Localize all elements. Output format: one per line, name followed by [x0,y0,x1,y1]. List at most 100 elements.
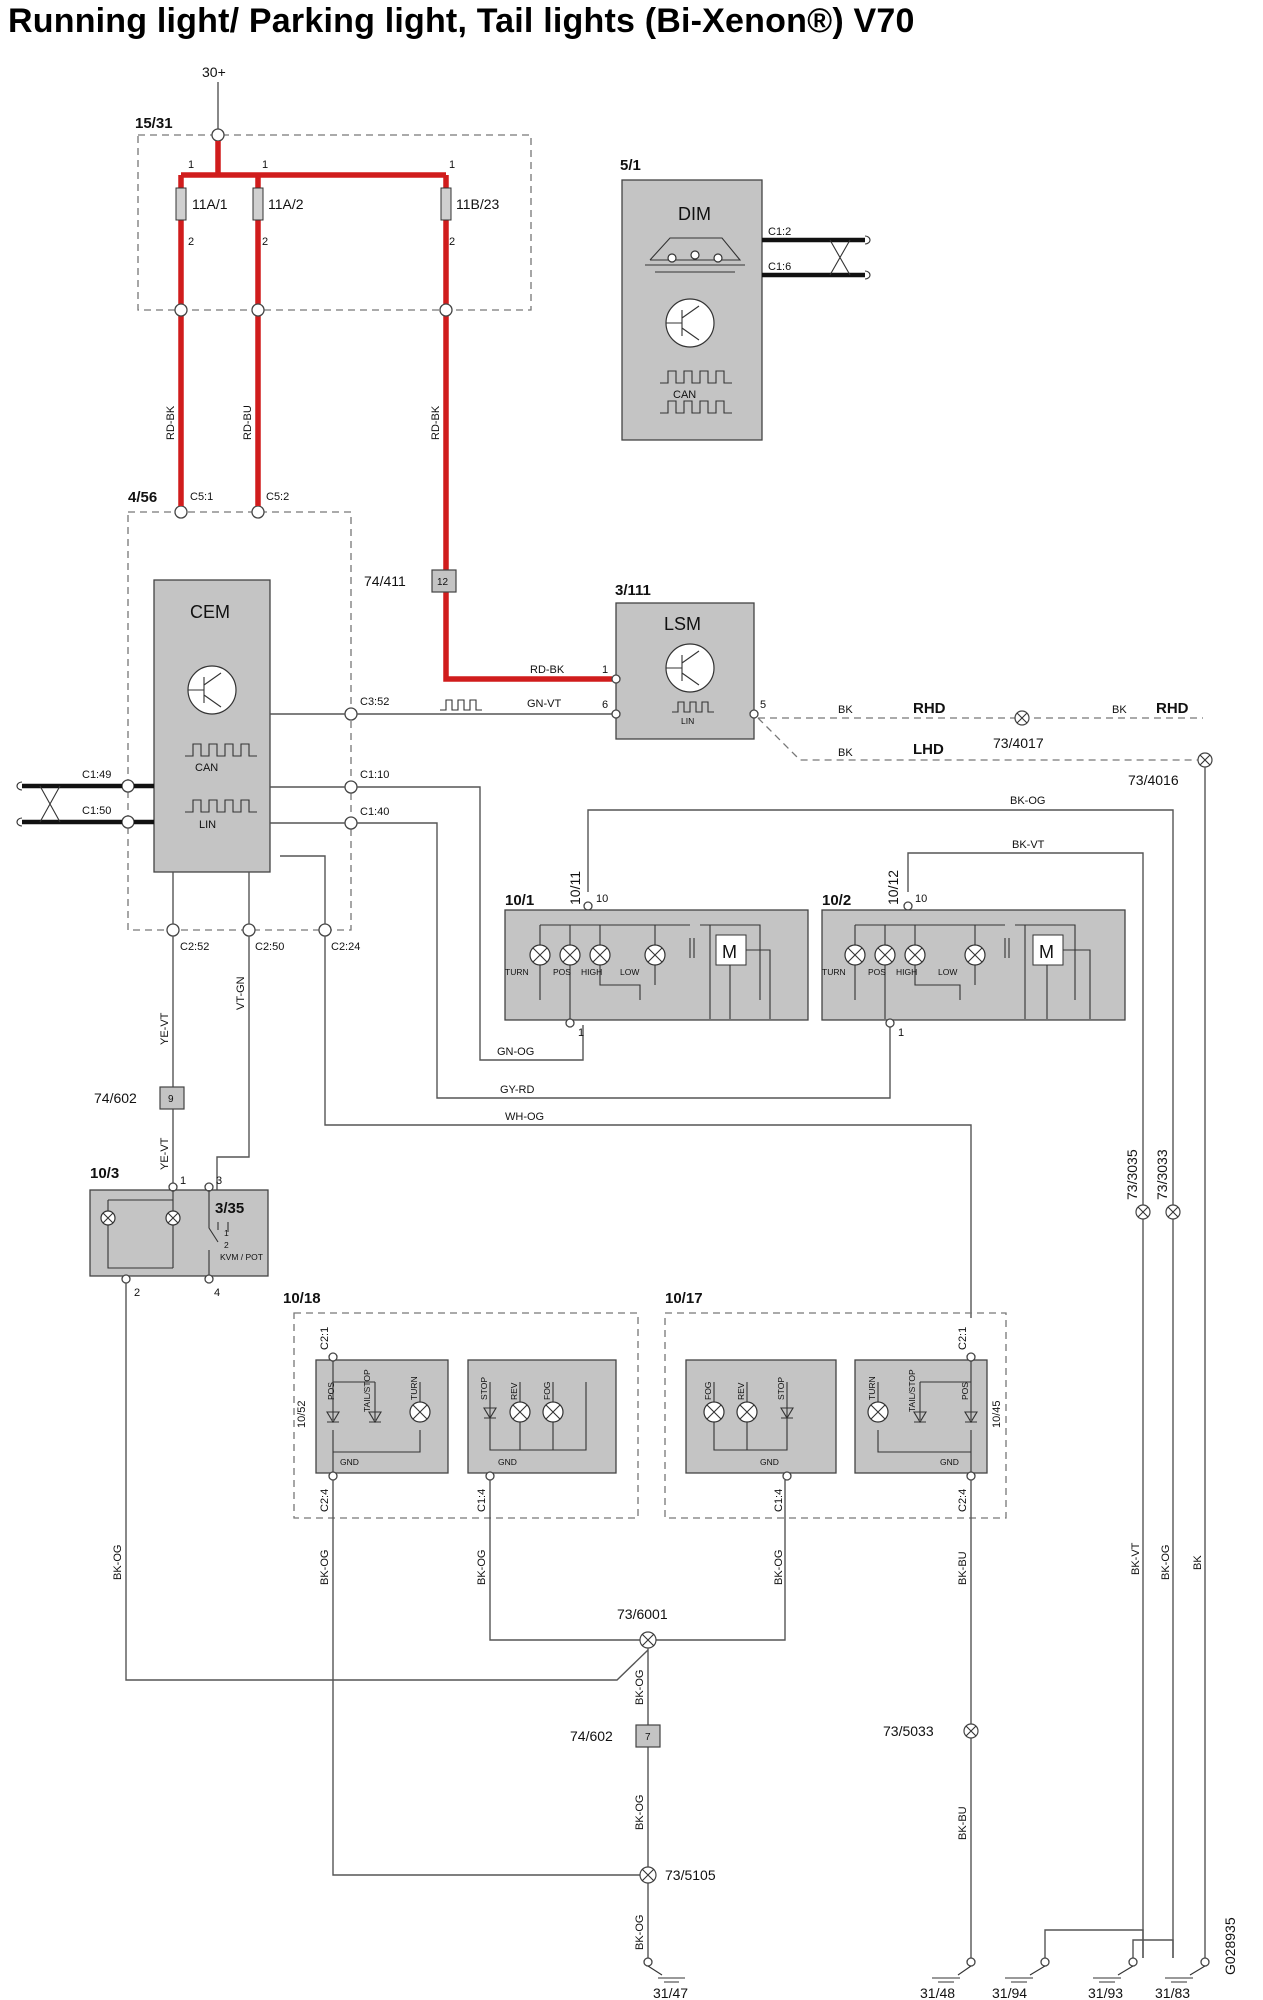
module-dim: 5/1 DIM CAN C1:2 C1:6 [620,157,871,441]
svg-text:C3:52: C3:52 [360,696,389,708]
svg-text:74/602: 74/602 [94,1090,137,1106]
svg-text:C1:50: C1:50 [82,805,111,817]
svg-text:7: 7 [645,1732,651,1743]
diagram-title: Running light/ Parking light, Tail light… [8,2,915,40]
wire-bk-bu-1: BK-BU [957,1551,969,1585]
svg-text:LOW: LOW [938,967,957,977]
svg-text:10/3: 10/3 [90,1165,119,1182]
svg-text:10/1: 10/1 [505,892,534,909]
ground-31-83: 31/83 [1155,1957,1210,2000]
svg-text:C1:4: C1:4 [773,1489,785,1512]
svg-text:2: 2 [449,236,455,248]
svg-text:C5:1: C5:1 [190,491,213,503]
svg-text:C2:52: C2:52 [180,941,209,953]
svg-text:C2:24: C2:24 [331,941,360,953]
svg-text:C1:40: C1:40 [360,806,389,818]
svg-text:DIM: DIM [678,204,711,224]
svg-text:LIN: LIN [681,716,694,726]
svg-text:1: 1 [578,1027,584,1039]
svg-text:2: 2 [134,1287,140,1299]
svg-text:5: 5 [760,699,766,711]
svg-text:1: 1 [262,159,268,171]
svg-text:BK-OG: BK-OG [773,1550,785,1585]
svg-text:C2:4: C2:4 [957,1489,969,1512]
svg-text:12: 12 [437,577,449,588]
svg-text:C1:49: C1:49 [82,769,111,781]
splice-73-4017 [1014,710,1030,726]
wire-bk-right: BK [1192,1555,1204,1570]
svg-text:10/11: 10/11 [567,871,583,905]
svg-text:73/3035: 73/3035 [1124,1149,1140,1200]
svg-text:CAN: CAN [673,389,696,401]
svg-text:BK-OG: BK-OG [1010,795,1045,807]
wire-gn-vt: GN-VT [527,698,562,710]
svg-text:TURN: TURN [822,967,846,977]
svg-text:10/45: 10/45 [991,1400,1003,1428]
svg-text:REV: REV [509,1382,519,1400]
svg-text:STOP: STOP [479,1377,489,1400]
headlamp-10-2: 10/2 10/12 10 1 TURN POS HIGH LOW M [821,870,1126,1039]
svg-text:6: 6 [602,699,608,711]
svg-text:POS: POS [960,1382,970,1400]
svg-text:74/602: 74/602 [570,1728,613,1744]
svg-text:3/111: 3/111 [615,582,651,599]
svg-text:BK-OG: BK-OG [319,1550,331,1585]
svg-text:10/18: 10/18 [283,1290,321,1307]
connector-74-411: 12 74/411 [364,318,612,682]
connector-74-602-a: 9 74/602 [94,1086,185,1110]
svg-text:FOG: FOG [703,1382,713,1400]
fuse-box-15-31: 15/31 11A/1 1 2 11A/2 1 2 11B/23 1 2 [135,115,532,430]
svg-text:9: 9 [168,1094,174,1105]
dim-pin-c1-6: C1:6 [768,261,791,273]
svg-text:TAIL/STOP: TAIL/STOP [362,1369,372,1412]
svg-text:FOG: FOG [542,1382,552,1400]
svg-text:POS: POS [326,1382,336,1400]
svg-text:2: 2 [262,236,268,248]
svg-text:BK-OG: BK-OG [634,1795,646,1830]
svg-text:1: 1 [602,664,608,676]
ground-31-93: 31/93 [1088,1957,1138,2000]
wire-ye-vt-1: YE-VT [159,1012,171,1045]
ground-31-48: 31/48 [920,1957,976,2000]
svg-text:1: 1 [188,159,194,171]
svg-text:LSM: LSM [664,614,701,634]
lhd-label: LHD [913,741,944,758]
svg-text:BK: BK [838,704,853,716]
svg-text:HIGH: HIGH [896,967,917,977]
svg-text:BK: BK [1112,704,1127,716]
svg-text:TURN: TURN [505,967,529,977]
svg-text:73/5033: 73/5033 [883,1723,934,1739]
svg-text:74/411: 74/411 [364,573,406,589]
svg-text:LIN: LIN [199,819,216,831]
svg-text:1: 1 [898,1027,904,1039]
svg-text:TURN: TURN [867,1376,877,1400]
splice-73-3035 [1135,1204,1151,1220]
splice-73-4016 [1197,752,1213,768]
svg-text:LOW: LOW [620,967,639,977]
svg-text:10/52: 10/52 [296,1400,308,1428]
svg-text:C2:1: C2:1 [319,1327,331,1350]
svg-text:GND: GND [498,1457,517,1467]
splice-73-3033 [1165,1204,1181,1220]
svg-text:1: 1 [180,1175,186,1187]
wire-ye-vt-2: YE-VT [159,1137,171,1170]
svg-text:2: 2 [188,236,194,248]
figure-id: G028935 [1222,1917,1238,1975]
svg-text:TAIL/STOP: TAIL/STOP [907,1369,917,1412]
wire-rd-bk-2: RD-BK [430,405,442,440]
svg-text:STOP: STOP [776,1377,786,1400]
svg-text:C1:10: C1:10 [360,769,389,781]
wire-bk-og-right: BK-OG [1160,1545,1172,1580]
svg-text:GND: GND [940,1457,959,1467]
ground-31-94: 31/94 [992,1957,1050,2000]
svg-text:KVM / POT: KVM / POT [220,1252,263,1262]
wire-bk-og-plate: BK-OG [112,1545,124,1580]
rhd-label-2: RHD [1156,700,1189,717]
svg-text:10/12: 10/12 [885,870,901,905]
headlamp-10-1: 10/1 10/11 10 1 TURN POS HIGH LOW M [504,871,809,1039]
svg-text:31/48: 31/48 [920,1985,955,2000]
svg-text:3: 3 [216,1175,222,1187]
svg-text:REV: REV [736,1382,746,1400]
svg-text:M: M [1039,942,1054,962]
splice-73-6001 [639,1631,657,1649]
